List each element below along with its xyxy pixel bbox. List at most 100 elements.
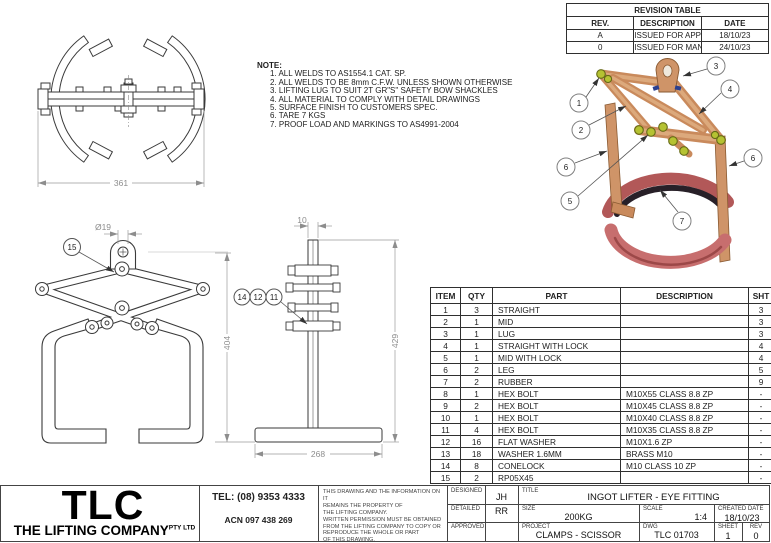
dim-label-10: 10 xyxy=(297,215,307,225)
parts-cell: 10 xyxy=(430,411,461,424)
parts-cell: 12 xyxy=(430,435,461,448)
desc-cell: ISSUED FOR APPROVAL xyxy=(633,29,702,42)
title-label: TITLE xyxy=(522,488,539,494)
company-tel: TEL: (08) 9353 4333 xyxy=(212,492,305,503)
disclaimer-line: REPRODUCE THE WHOLE OR PART xyxy=(323,530,420,537)
side-view-drawing: 14 12 11 10 404 429 xyxy=(215,215,400,459)
note-item: 1. ALL WELDS TO AS1554.1 CAT. SP. xyxy=(270,69,407,79)
parts-cell xyxy=(620,471,749,484)
parts-cell: STRAIGHT WITH LOCK xyxy=(492,339,621,352)
dim-404 xyxy=(215,252,255,443)
project-label: PROJECT xyxy=(522,524,551,530)
isometric-view-drawing: 1 2 3 4 5 6 6 7 xyxy=(556,56,763,269)
title-value: INGOT LIFTER - EYE FITTING xyxy=(587,492,720,503)
parts-cell: 4 xyxy=(748,339,771,352)
note-item: 5. SURFACE FINISH TO CUSTOMERS SPEC. xyxy=(270,103,438,113)
parts-cell: M10X1.6 ZP xyxy=(620,435,749,448)
parts-cell: M10X45 CLASS 8.8 ZP xyxy=(620,399,749,412)
dim-label-404: 404 xyxy=(222,336,232,350)
parts-cell: 3 xyxy=(748,315,771,328)
parts-cell: 5 xyxy=(748,363,771,376)
disclaimer-line: THIS DRAWING AND THE INFORMATION ON IT xyxy=(323,489,441,502)
dim-361 xyxy=(37,111,205,187)
parts-cell: 9 xyxy=(748,375,771,388)
parts-cell: 8 xyxy=(460,459,493,472)
front-view-drawing: Ø19 15 xyxy=(35,222,228,444)
revision-table-title: REVISION TABLE xyxy=(566,3,769,17)
parts-cell: MID WITH LOCK xyxy=(492,351,621,364)
front-pivots xyxy=(35,261,210,335)
parts-cell: 4 xyxy=(460,423,493,436)
iso-balloons: 1 2 3 4 5 6 6 7 xyxy=(556,56,763,231)
parts-cell: - xyxy=(748,471,771,484)
parts-cell: CONELOCK xyxy=(492,459,621,472)
parts-cell: BRASS M10 xyxy=(620,447,749,460)
note-item: 6. TARE 7 KGS xyxy=(270,111,326,121)
balloon-5: 5 xyxy=(568,197,573,206)
date-col-header: DATE xyxy=(700,16,770,30)
dim-label-429: 429 xyxy=(390,334,400,348)
dim-10 xyxy=(294,222,332,238)
parts-header-description: DESCRIPTION xyxy=(620,287,749,304)
balloon-4: 4 xyxy=(728,85,733,94)
date-cell: 18/10/23 xyxy=(700,29,770,42)
parts-cell xyxy=(620,351,749,364)
revision-row: A ISSUED FOR APPROVAL 18/10/23 xyxy=(565,29,770,42)
notes-title: NOTE: xyxy=(257,61,282,70)
parts-cell xyxy=(620,315,749,328)
parts-cell: 2 xyxy=(460,399,493,412)
revision-row: 0 ISSUED FOR MANUFACTURE 24/10/23 xyxy=(565,41,770,54)
desc-cell: ISSUED FOR MANUFACTURE xyxy=(633,41,702,54)
parts-cell: 18 xyxy=(460,447,493,460)
bolts xyxy=(596,69,726,156)
parts-cell xyxy=(620,327,749,340)
top-view-drawing: 361 xyxy=(37,35,206,188)
parts-cell xyxy=(620,363,749,376)
dim-429 xyxy=(319,239,399,443)
dim-label-hole: Ø19 xyxy=(95,222,111,232)
parts-header-part: PART xyxy=(492,287,621,304)
balloon-11: 11 xyxy=(270,293,279,302)
notes-block: NOTE: 1. ALL WELDS TO AS1554.1 CAT. SP. … xyxy=(257,61,527,129)
balloon-15: 15 xyxy=(68,243,77,252)
scissor-arms xyxy=(596,69,726,158)
disclaimer-line: WRITTEN PERMISSION MUST BE OBTAINED xyxy=(323,516,442,523)
parts-cell: 2 xyxy=(460,363,493,376)
detailed-value: RR xyxy=(495,506,508,516)
parts-cell: 4 xyxy=(430,339,461,352)
rev-col-header: REV. xyxy=(565,16,635,30)
parts-cell: HEX BOLT xyxy=(492,411,621,424)
parts-cell: M10 CLASS 10 ZP xyxy=(620,459,749,472)
parts-cell: - xyxy=(748,411,771,424)
parts-cell: 1 xyxy=(460,315,493,328)
parts-cell xyxy=(620,339,749,352)
parts-cell: RUBBER xyxy=(492,375,621,388)
parts-cell: WASHER 1.6MM xyxy=(492,447,621,460)
size-label: SIZE xyxy=(522,506,536,512)
balloon-7: 7 xyxy=(680,217,685,226)
parts-cell: 1 xyxy=(460,387,493,400)
rev-cell: 0 xyxy=(565,41,635,54)
parts-cell: - xyxy=(748,387,771,400)
created-date-label: CREATED DATE xyxy=(718,506,764,512)
parts-header-item: ITEM xyxy=(430,287,461,304)
parts-cell: MID xyxy=(492,315,621,328)
created-date-value: 18/10/23 xyxy=(724,513,760,523)
bolt-stack xyxy=(285,264,341,332)
parts-header-qty: QTY xyxy=(460,287,493,304)
parts-cell: 15 xyxy=(430,471,461,484)
parts-cell: - xyxy=(748,399,771,412)
parts-cell: 1 xyxy=(460,339,493,352)
balloon-14: 14 xyxy=(238,293,247,302)
disclaimer-line: FROM THE LIFTING COMPANY TO COPY OR xyxy=(323,523,441,530)
